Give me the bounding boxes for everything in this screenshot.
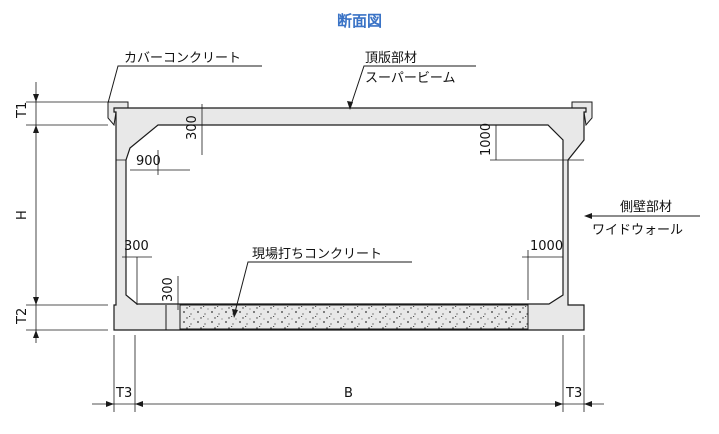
dim-label-t3-left: T3: [115, 386, 132, 401]
dim-label-300-bottom-h: 300: [124, 239, 149, 254]
dim-label-1000-top: 1000: [479, 123, 494, 156]
dim-vertical-chain: [26, 82, 108, 343]
dim-haunch-right-top: [490, 125, 563, 161]
arrow-t3-left: [106, 401, 114, 407]
dim-label-h: H: [15, 210, 30, 220]
label-side-wall-member: 側壁部材: [620, 200, 672, 215]
arrow-top-slab: [347, 101, 353, 110]
drawing-title: 断面図: [336, 12, 382, 30]
arrow-t1-top: [33, 94, 39, 102]
dim-label-300-top: 300: [185, 115, 200, 140]
dim-haunch-top: [130, 104, 203, 175]
arrow-h-bottom: [33, 297, 39, 305]
arrow-t3-right: [584, 401, 592, 407]
label-cover-concrete: カバーコンクリート: [124, 51, 241, 66]
dim-label-900: 900: [136, 154, 161, 169]
box-inner-opening: [125, 124, 564, 305]
dim-haunch-bottom-right: [522, 250, 563, 300]
label-super-beam: スーパービーム: [365, 71, 455, 86]
label-cast-in-place: 現場打ちコンクリート: [252, 247, 382, 262]
dim-horizontal-chain: [92, 335, 604, 412]
arrow-side-wall: [584, 213, 592, 219]
dim-label-b: B: [344, 386, 353, 401]
arrow-b-left: [135, 401, 143, 407]
callout-cast-in-place: [233, 261, 412, 317]
arrow-b-right: [555, 401, 563, 407]
arrow-t2-bottom: [33, 330, 39, 338]
label-top-slab-member: 頂版部材: [365, 51, 417, 66]
dim-label-t1: T1: [15, 102, 30, 119]
cast-in-place-concrete: [179, 304, 529, 330]
callout-top-slab: [349, 65, 476, 109]
arrow-cast-in-place: [232, 309, 238, 318]
arrow-t1-bottom: [33, 125, 39, 133]
dim-label-1000-bottom: 1000: [530, 239, 563, 254]
dim-haunch-bottom-left: [122, 256, 179, 310]
label-wide-wall: ワイドウォール: [592, 223, 683, 238]
dim-label-300-bottom-v: 300: [161, 277, 176, 302]
dim-label-t2: T2: [15, 308, 30, 325]
callout-cover-concrete: [107, 65, 262, 104]
dim-label-t3-right: T3: [565, 386, 582, 401]
